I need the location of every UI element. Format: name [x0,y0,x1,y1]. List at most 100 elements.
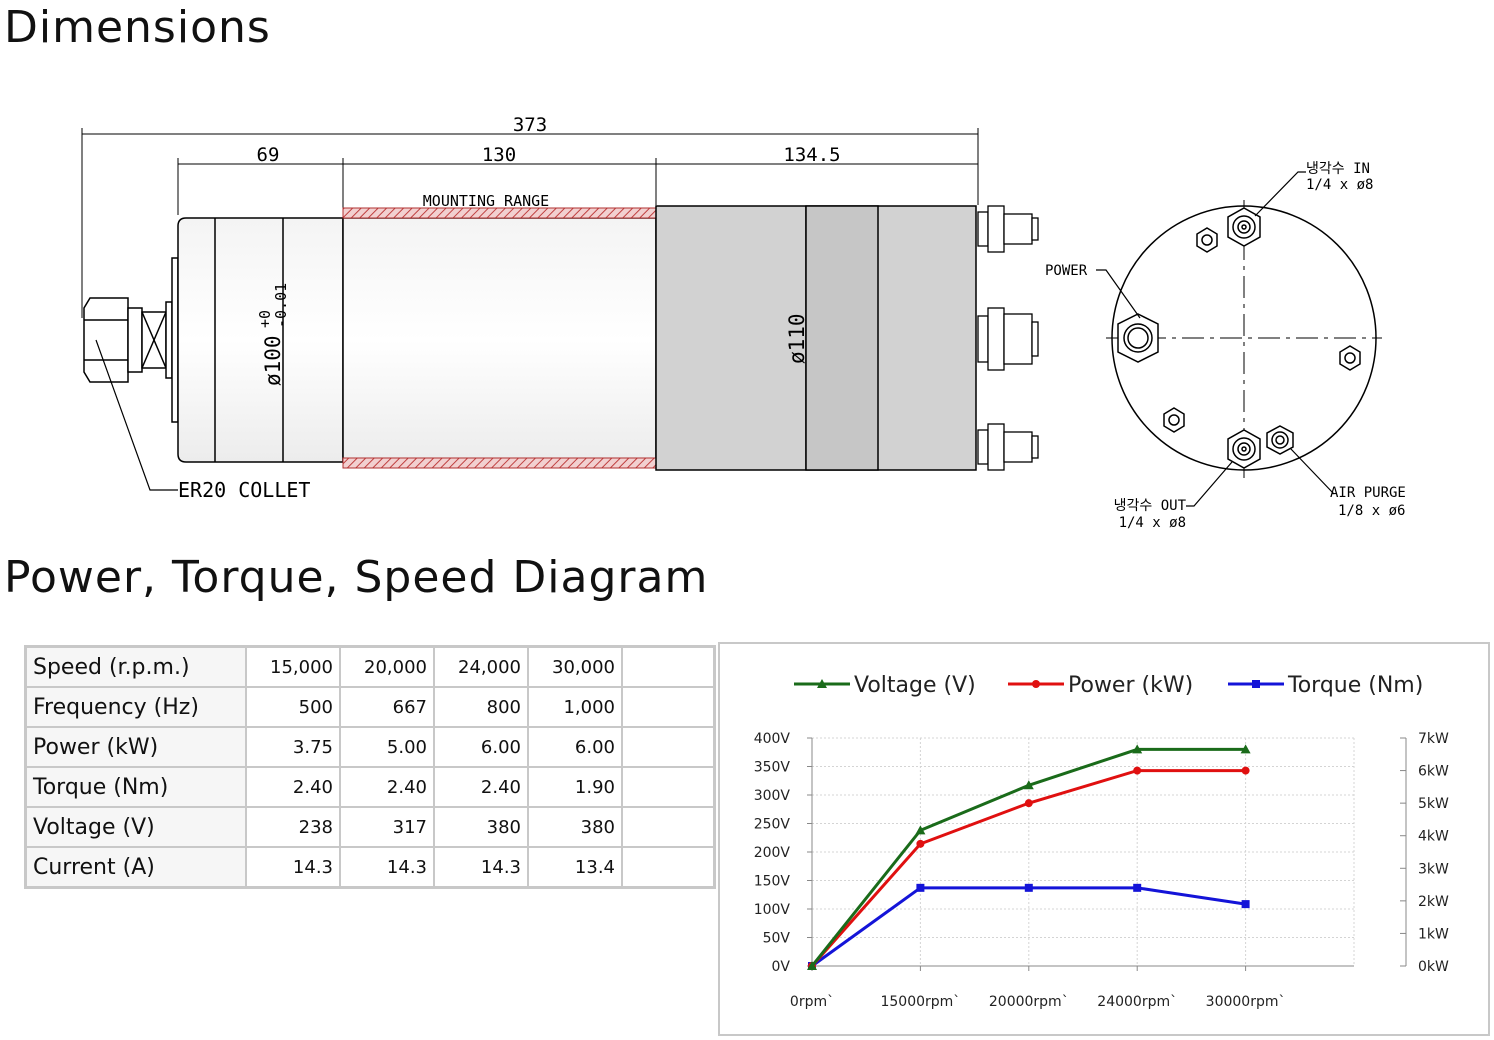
table-cell: 14.3 [339,846,435,889]
table-cell: 317 [339,806,435,848]
row-label: Torque (Nm) [24,766,247,808]
data-point [1023,780,1034,790]
y-left-tick-label: 0V [772,959,791,975]
coolant-out-size: 1/4 x ø8 [1119,515,1186,531]
table-cell: 6.00 [433,726,529,768]
row-label: Current (A) [24,846,247,889]
row-label: Voltage (V) [24,806,247,848]
rear-diameter-label: ø110 [785,313,809,364]
dim-mount-label: 130 [482,144,516,166]
x-tick-label: 24000rpm` [1097,994,1177,1010]
end-view [1106,200,1382,478]
table-cell-empty [621,846,716,889]
legend-marker [1252,680,1260,688]
table-cell-empty [621,806,716,848]
table-cell-empty [621,686,716,728]
data-point [1241,766,1250,775]
table-cell: 3.75 [245,726,341,768]
table-cell: 14.3 [433,846,529,889]
legend-label: Voltage (V) [854,673,976,698]
power-port [1117,313,1159,363]
y-right-tick-label: 7kW [1418,731,1449,747]
table-cell-empty [621,766,716,808]
front-diameter-label: ø100 +0 -0.01 [256,283,290,386]
table-cell-empty [621,726,716,768]
row-label: Frequency (Hz) [24,686,247,728]
x-tick-label: 0rpm` [790,994,834,1010]
chart-canvas: 0V50V100V150V200V250V300V350V400V0kW1kW2… [754,673,1449,1010]
table-cell: 30,000 [527,645,623,688]
mounting-range-label: MOUNTING RANGE [423,192,549,210]
table-cell: 2.40 [433,766,529,808]
y-left-tick-label: 200V [754,845,791,861]
y-left-tick-label: 350V [754,760,791,776]
collet-label: ER20 COLLET [178,478,310,502]
y-right-tick-label: 3kW [1418,861,1449,877]
table-cell: 1,000 [527,686,623,728]
legend-label: Power (kW) [1068,673,1193,698]
data-point [1240,744,1251,754]
diagram-title: Power, Torque, Speed Diagram [4,552,709,603]
legend-label: Torque (Nm) [1287,673,1423,698]
data-point [1133,883,1142,892]
dim-total-label: 373 [513,114,547,136]
table-cell: 667 [339,686,435,728]
legend-marker [1032,680,1040,688]
dimension-lines [81,128,979,318]
coolant-out-port [1227,429,1261,469]
end-view-leaders [1096,171,1335,507]
dimensions-title: Dimensions [4,2,271,53]
table-cell: 380 [527,806,623,848]
table-cell: 13.4 [527,846,623,889]
y-left-tick-label: 50V [763,931,791,947]
table-cell: 15,000 [245,645,341,688]
coolant-in-port [1227,207,1261,247]
table-cell: 5.00 [339,726,435,768]
front-housing [177,217,657,463]
table-cell: 24,000 [433,645,529,688]
svg-text:ø100: ø100 [261,335,285,386]
coolant-in-size: 1/4 x ø8 [1306,177,1373,193]
svg-text:+0: +0 [256,310,274,328]
y-right-tick-label: 5kW [1418,796,1449,812]
y-left-tick-label: 400V [754,731,791,747]
air-purge-label: AIR PURGE [1330,485,1406,501]
table-cell: 6.00 [527,726,623,768]
table-cell: 1.90 [527,766,623,808]
data-point [1241,900,1250,909]
y-right-tick-label: 2kW [1418,894,1449,910]
mounting-range-hatch-bottom [342,457,657,469]
y-right-tick-label: 0kW [1418,959,1449,975]
data-point [1132,744,1143,754]
x-tick-label: 20000rpm` [989,994,1069,1010]
rear-housing [655,205,977,471]
data-point [915,825,926,835]
dimension-drawing: 373 69 130 134.5 MOUNTING RANGE ø100 +0 … [81,114,1406,531]
dim-front-label: 69 [257,144,280,166]
power-label: POWER [1045,263,1088,279]
legend-marker [817,679,827,688]
table-cell: 800 [433,686,529,728]
row-label: Speed (r.p.m.) [24,645,247,688]
collet-leader [95,339,178,491]
y-left-tick-label: 100V [754,902,791,918]
data-point [1024,883,1033,892]
table-cell: 380 [433,806,529,848]
dim-rear-label: 134.5 [783,144,840,166]
table-cell: 500 [245,686,341,728]
svg-text:-0.01: -0.01 [272,283,290,328]
y-left-tick-label: 300V [754,788,791,804]
coolant-out-label: 냉각수 OUT [1114,498,1187,514]
data-point [1133,766,1142,775]
table-cell-empty [621,645,716,688]
x-tick-label: 30000rpm` [1206,994,1286,1010]
y-left-tick-label: 250V [754,817,791,833]
